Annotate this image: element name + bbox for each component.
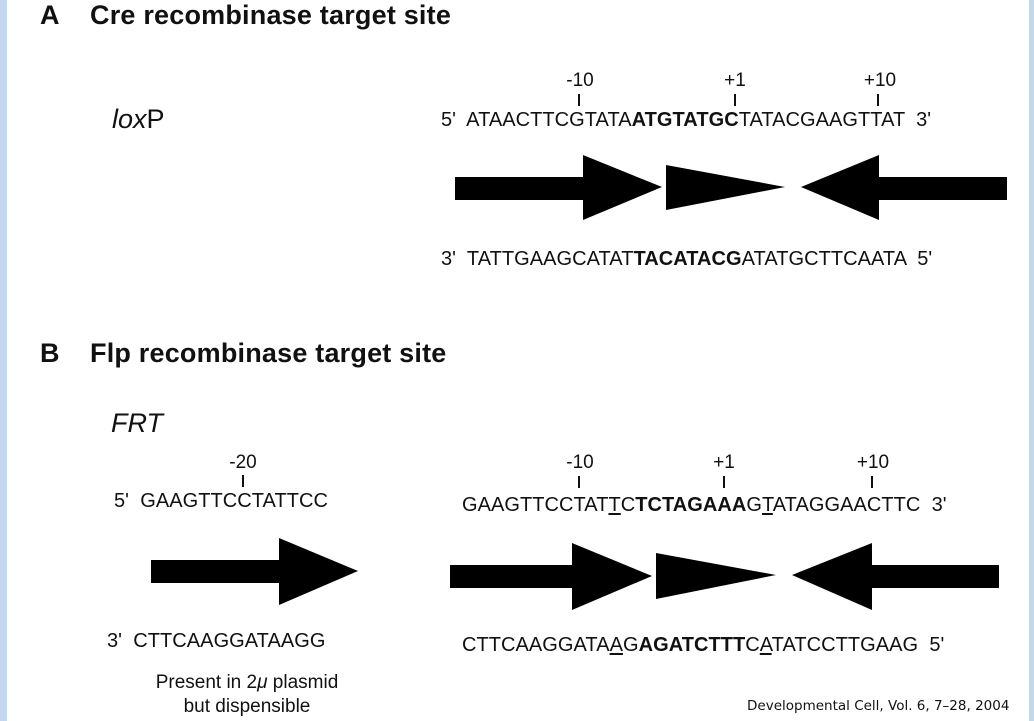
panel-a-letter: A bbox=[40, 0, 60, 30]
loxp-pos-plus1: +1 bbox=[724, 70, 746, 91]
loxp-right-repeat-arrow bbox=[801, 155, 1007, 220]
frt-spacer-wedge bbox=[656, 553, 776, 599]
panel-b-letter: B bbox=[40, 338, 60, 368]
frt-extra-note: Present in 2μ plasmid but dispensible bbox=[132, 671, 362, 719]
frt-bottom-spacer: AGATCTTT bbox=[638, 634, 746, 656]
frt-core-arrows bbox=[450, 543, 999, 610]
five-prime-label: 5' bbox=[917, 248, 933, 270]
left-frame-border bbox=[0, 0, 7, 721]
loxp-left-repeat-arrow bbox=[455, 155, 662, 220]
frt-pos-plus1: +1 bbox=[713, 452, 735, 473]
loxp-tick-plus1 bbox=[734, 94, 736, 106]
right-frame-border bbox=[1029, 0, 1034, 721]
loxp-spacer-wedge bbox=[666, 165, 785, 210]
frt-note-line1: Present in 2μ plasmid bbox=[132, 671, 362, 695]
loxp-label: loxP bbox=[112, 104, 165, 135]
frt-note-line2: but dispensible bbox=[183, 696, 311, 717]
panel-a-title: A Cre recombinase target site bbox=[40, 0, 451, 31]
frt-top-seq-b: C bbox=[620, 494, 636, 516]
loxp-bottom-seq-left: TATTGAAGCATAT bbox=[466, 248, 634, 270]
five-prime-label: 5' bbox=[929, 634, 945, 656]
frt-pos-plus10: +10 bbox=[856, 452, 890, 473]
loxp-bottom-seq-right: ATATGCTTCAATA bbox=[741, 248, 906, 270]
frt-label: FRT bbox=[111, 408, 163, 438]
frt-pos-minus20: -20 bbox=[229, 452, 257, 473]
frt-core-bottom-strand: CTTCAAGGATAAGAGATCTTTCATATCCTTGAAG 5' bbox=[462, 634, 944, 657]
frt-tick-minus10 bbox=[578, 476, 580, 488]
citation: Developmental Cell, Vol. 6, 7–28, 2004 bbox=[747, 698, 1010, 714]
frt-tick-minus20 bbox=[242, 475, 244, 487]
three-prime-label: 3' bbox=[916, 109, 932, 131]
loxp-tick-minus10 bbox=[578, 94, 580, 106]
frt-core-top-strand: GAAGTTCCTATTCTCTAGAAAGTATAGGAACTTC 3' bbox=[462, 494, 947, 517]
loxp-top-seq-right: TATACGAAGTTAT bbox=[738, 109, 905, 131]
frt-top-seq-d: ATAGGAACTTC bbox=[772, 494, 921, 516]
frt-extra-bottom-strand: 3' CTTCAAGGATAAGG bbox=[107, 630, 325, 653]
loxp-bottom-strand: 3' TATTGAAGCATATTACATACGATATGCTTCAATA 5' bbox=[441, 248, 932, 271]
frt-right-repeat-arrow bbox=[792, 543, 999, 610]
frt-bottom-seq-b: G bbox=[622, 634, 639, 656]
loxp-top-strand: 5' ATAACTTCGTATAATGTATGCTATACGAAGTTAT 3' bbox=[441, 109, 931, 132]
frt-bottom-underlined-base: A bbox=[609, 634, 623, 656]
five-prime-label: 5' bbox=[441, 109, 457, 131]
frt-top-seq-a: GAAGTTCCTAT bbox=[462, 494, 609, 516]
frt-extra-repeat-arrow bbox=[151, 538, 358, 605]
loxp-pos-plus10: +10 bbox=[863, 70, 897, 91]
five-prime-label: 5' bbox=[114, 490, 130, 512]
loxp-pos-minus10: -10 bbox=[566, 70, 594, 91]
three-prime-label: 3' bbox=[931, 494, 947, 516]
loxp-plain-part: P bbox=[146, 104, 165, 134]
frt-pos-minus10: -10 bbox=[566, 452, 594, 473]
frt-bottom-seq-c: C bbox=[745, 634, 760, 656]
panel-a-title-text: Cre recombinase target site bbox=[90, 0, 452, 30]
frt-tick-plus1 bbox=[723, 476, 725, 488]
note-text: Present in 2 bbox=[155, 672, 258, 693]
frt-top-underlined-base: T bbox=[608, 494, 621, 516]
frt-tick-plus10 bbox=[871, 476, 873, 488]
loxp-top-spacer: ATGTATGC bbox=[631, 109, 739, 131]
frt-bottom-seq-d: TATCCTTGAAG bbox=[771, 634, 919, 656]
loxp-arrows bbox=[455, 155, 1007, 220]
frt-extra-arrow bbox=[151, 538, 358, 605]
three-prime-label: 3' bbox=[107, 630, 123, 652]
panel-b-title: B Flp recombinase target site bbox=[40, 338, 447, 369]
loxp-bottom-spacer: TACATACG bbox=[633, 248, 742, 270]
note-text: plasmid bbox=[267, 672, 339, 693]
loxp-tick-plus10 bbox=[877, 94, 879, 106]
frt-left-repeat-arrow bbox=[450, 543, 652, 610]
frt-extra-bottom-seq: CTTCAAGGATAAGG bbox=[133, 630, 326, 652]
loxp-top-seq-left: ATAACTTCGTATA bbox=[466, 109, 632, 131]
frt-extra-top-strand: 5' GAAGTTCCTATTCC bbox=[114, 490, 328, 513]
frt-top-seq-c: G bbox=[746, 494, 762, 516]
frt-extra-top-seq: GAAGTTCCTATTCC bbox=[140, 490, 328, 512]
loxp-italic-part: lox bbox=[112, 104, 147, 134]
frt-top-underlined-base: T bbox=[761, 494, 773, 516]
frt-bottom-seq-a: CTTCAAGGATA bbox=[462, 634, 610, 656]
three-prime-label: 3' bbox=[441, 248, 457, 270]
panel-b-title-text: Flp recombinase target site bbox=[90, 338, 447, 368]
frt-bottom-underlined-base: A bbox=[759, 634, 772, 656]
mu-symbol: μ bbox=[257, 672, 268, 693]
frt-top-spacer: TCTAGAAA bbox=[635, 494, 747, 516]
